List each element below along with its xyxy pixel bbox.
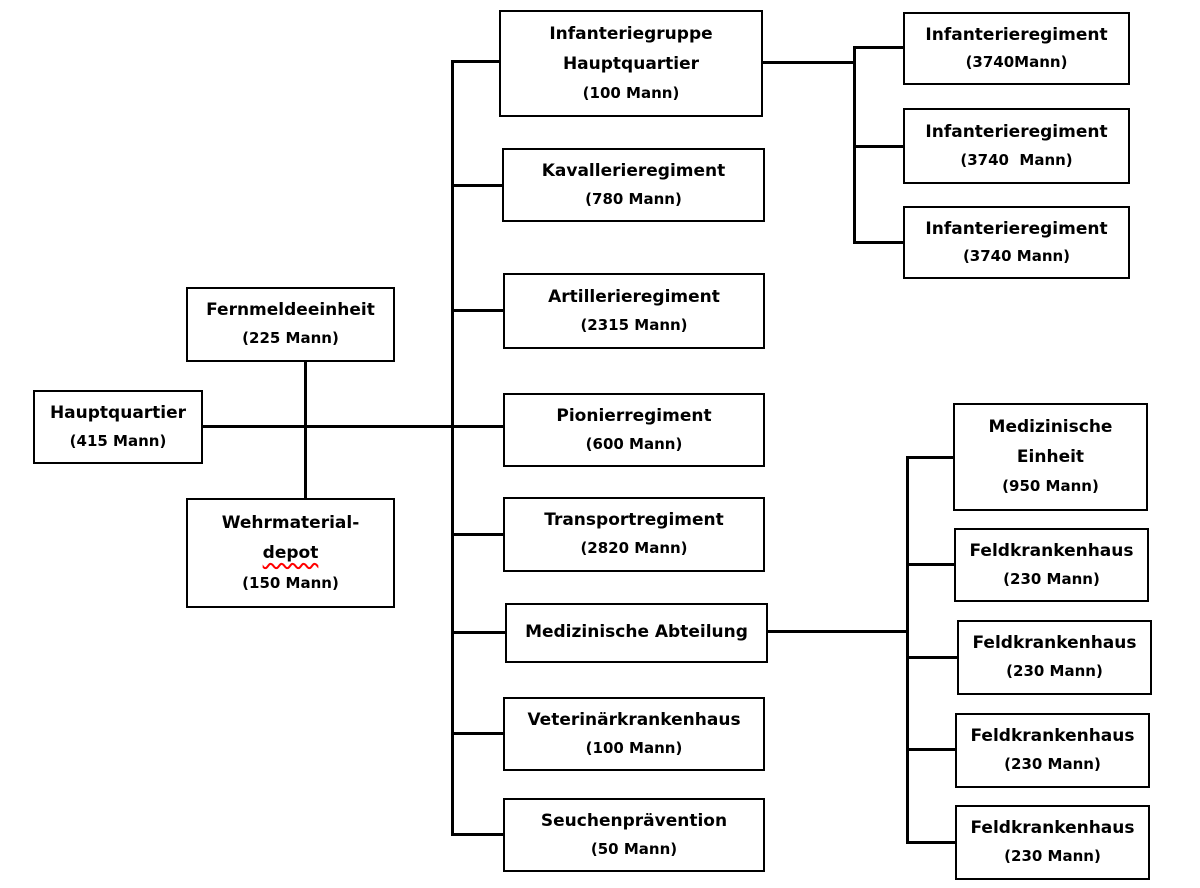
org-box-count: (3740 Mann): [960, 151, 1073, 170]
org-box-label: Medizinische Abteilung: [525, 622, 748, 643]
org-box-label: Pionierregiment: [556, 406, 712, 427]
org-box-infanterieregiment-2: Infanterieregiment (3740 Mann): [903, 108, 1130, 184]
connector-infanteriegruppe-feed: [763, 61, 855, 64]
org-box-kavallerieregiment: Kavallerieregiment (780 Mann): [502, 148, 765, 222]
org-box-feldkrankenhaus-3: Feldkrankenhaus (230 Mann): [955, 713, 1150, 788]
connector-stub-med-abteilung: [451, 631, 507, 634]
org-box-label: Infanterieregiment: [925, 121, 1108, 142]
org-box-label: Feldkrankenhaus: [972, 633, 1137, 654]
org-box-count: (3740Mann): [965, 53, 1068, 72]
org-box-label: Infanterieregiment: [925, 24, 1108, 45]
org-box-count: (600 Mann): [585, 434, 683, 453]
org-box-wehrmaterialdepot: Wehrmaterial- depot (150 Mann): [186, 498, 395, 608]
org-box-artillerieregiment: Artillerieregiment (2315 Mann): [503, 273, 765, 349]
org-box-feldkrankenhaus-4: Feldkrankenhaus (230 Mann): [955, 805, 1150, 880]
org-box-label: Artillerieregiment: [548, 286, 720, 307]
connector-medizin-bracket: [906, 456, 909, 844]
org-box-count: (415 Mann): [69, 431, 167, 450]
org-box-label: Transportregiment: [544, 510, 724, 531]
connector-hauptquartier-feed: [203, 425, 505, 428]
connector-stub-feld-2: [906, 656, 960, 659]
org-box-label: Feldkrankenhaus: [969, 541, 1134, 562]
connector-stub-seuchen: [451, 833, 507, 836]
org-box-seuchenpraevention: Seuchenprävention (50 Mann): [503, 798, 765, 872]
connector-stub-infreg-3: [853, 241, 905, 244]
org-box-label: Fernmeldeeinheit: [206, 300, 375, 321]
connector-stub-med-einheit: [906, 456, 958, 459]
org-box-label: Feldkrankenhaus: [970, 726, 1135, 747]
org-box-label: Veterinärkrankenhaus: [527, 710, 741, 731]
org-box-label: Kavallerieregiment: [541, 161, 726, 182]
connector-stub-infreg-2: [853, 145, 905, 148]
connector-stub-kavallerie: [451, 184, 507, 187]
connector-stub-infanteriegruppe: [451, 60, 507, 63]
org-box-label: Wehrmaterial-: [221, 512, 360, 533]
org-box-transportregiment: Transportregiment (2820 Mann): [503, 497, 765, 572]
org-box-count: (230 Mann): [1006, 662, 1103, 681]
org-box-count: (225 Mann): [242, 329, 339, 348]
org-box-label: Medizinische: [988, 417, 1113, 438]
org-box-infanteriegruppe-hauptquartier: Infanteriegruppe Hauptquartier (100 Mann…: [499, 10, 763, 117]
org-box-count: (3740 Mann): [962, 247, 1071, 266]
org-box-feldkrankenhaus-2: Feldkrankenhaus (230 Mann): [957, 620, 1152, 695]
org-box-count: (150 Mann): [242, 573, 339, 592]
connector-stub-feld-1: [906, 563, 958, 566]
org-box-label2: Einheit: [1016, 447, 1085, 468]
org-box-fernmeldeeinheit: Fernmeldeeinheit (225 Mann): [186, 287, 395, 362]
org-box-count: (100 Mann): [585, 738, 683, 757]
org-box-medizinische-abteilung: Medizinische Abteilung: [505, 603, 768, 663]
connector-stub-artillerie: [451, 309, 507, 312]
connector-stub-veterinaer: [451, 732, 507, 735]
org-box-label-depot: depot: [262, 543, 319, 564]
org-box-infanterieregiment-3: Infanterieregiment (3740 Mann): [903, 206, 1130, 279]
org-box-label: Hauptquartier: [49, 403, 187, 424]
org-box-count: (100 Mann): [582, 83, 680, 102]
connector-main-trunk: [451, 60, 454, 836]
org-box-count: (50 Mann): [590, 839, 678, 858]
org-box-count: (950 Mann): [1002, 477, 1099, 496]
org-box-infanterieregiment-1: Infanterieregiment (3740Mann): [903, 12, 1130, 85]
org-box-count: (2315 Mann): [580, 316, 688, 335]
connector-stub-feld-3: [906, 748, 958, 751]
org-box-label: Feldkrankenhaus: [970, 818, 1135, 839]
org-box-label: Infanterieregiment: [925, 218, 1108, 239]
org-box-label: Infanteriegruppe: [549, 24, 713, 45]
connector-stub-infreg-1: [853, 46, 905, 49]
org-box-pionierregiment: Pionierregiment (600 Mann): [503, 393, 765, 467]
org-box-hauptquartier: Hauptquartier (415 Mann): [33, 390, 203, 464]
org-box-count: (230 Mann): [1004, 847, 1101, 866]
connector-stub-feld-4: [906, 841, 958, 844]
org-box-medizinische-einheit: Medizinische Einheit (950 Mann): [953, 403, 1148, 511]
connector-stub-transport: [451, 533, 507, 536]
org-box-count: (780 Mann): [585, 189, 682, 208]
org-box-count: (230 Mann): [1004, 755, 1101, 774]
org-box-feldkrankenhaus-1: Feldkrankenhaus (230 Mann): [954, 528, 1149, 602]
org-box-count: (2820 Mann): [580, 539, 688, 558]
org-box-label: Seuchenprävention: [540, 811, 728, 832]
org-box-label2: Hauptquartier: [562, 53, 700, 74]
connector-med-abteilung-feed: [768, 630, 908, 633]
org-box-count: (230 Mann): [1003, 569, 1100, 588]
connector-fernmelde-wehrmaterial: [304, 362, 307, 498]
org-box-veterinaerkrankenhaus: Veterinärkrankenhaus (100 Mann): [503, 697, 765, 771]
